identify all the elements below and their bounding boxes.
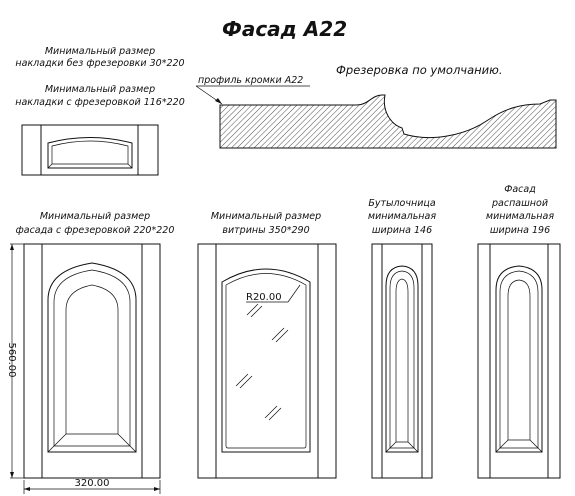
- panel-facade-milled: [23, 243, 161, 479]
- panel3-caption-line3: ширина 146: [372, 225, 432, 236]
- panel-hinged-facade: [477, 243, 561, 479]
- height-dimension: 560.00: [6, 243, 24, 479]
- edge-profile-section: [219, 94, 557, 149]
- profile-leader: профиль кромки А22: [195, 75, 310, 105]
- panel4-caption-line3: минимальная: [486, 211, 554, 222]
- panel-showcase: R20.00: [197, 243, 337, 479]
- drawing-title: Фасад А22: [222, 17, 347, 41]
- panel4-caption-line1: Фасад: [504, 184, 536, 195]
- note-min-mill-line1: Минимальный размер: [45, 84, 155, 95]
- panel3-caption-line2: минимальная: [368, 211, 436, 222]
- default-milling-label: Фрезеровка по умолчанию.: [336, 63, 502, 77]
- radius-label: R20.00: [246, 292, 282, 303]
- profile-label: профиль кромки А22: [198, 75, 303, 86]
- panel3-caption-line1: Бутылочница: [368, 198, 436, 209]
- height-dimension-label: 560.00: [6, 343, 17, 378]
- width-dimension: 320.00: [23, 478, 161, 494]
- panel-bottle-holder: [371, 243, 433, 479]
- panel2-caption-line1: Минимальный размер: [211, 211, 321, 222]
- overlay-panel: [21, 124, 159, 176]
- note-min-no-mill-line2: накладки без фрезеровки 30*220: [15, 58, 184, 69]
- panel4-caption-line2: распашной: [491, 198, 548, 209]
- width-dimension-label: 320.00: [75, 478, 110, 489]
- panel4-caption-line4: ширина 196: [490, 225, 550, 236]
- panel1-caption-line2: фасада с фрезеровкой 220*220: [16, 225, 175, 236]
- panel2-caption-line2: витрины 350*290: [222, 225, 309, 236]
- glass-reflection: [235, 303, 289, 421]
- note-min-mill-line2: накладки с фрезеровкой 116*220: [15, 97, 185, 108]
- panel1-caption-line1: Минимальный размер: [40, 211, 150, 222]
- note-min-no-mill-line1: Минимальный размер: [45, 46, 155, 57]
